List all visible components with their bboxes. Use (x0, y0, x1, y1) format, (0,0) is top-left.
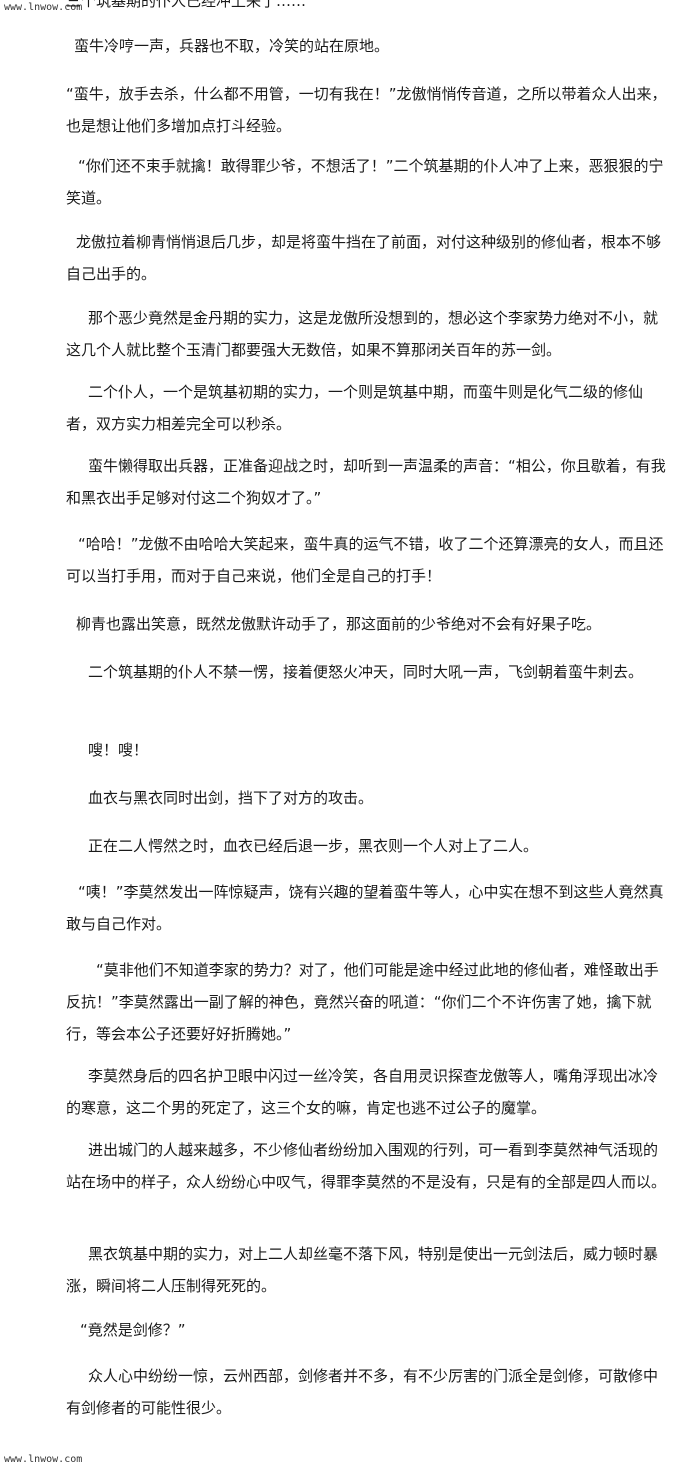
paragraph-2: “蛮牛，放手去杀，什么都不用管，一切有我在！”龙傲悄悄传音道，之所以带着众人出来… (66, 85, 667, 135)
paragraph-12: 血衣与黑衣同时出剑，挡下了对方的攻击。 (88, 789, 374, 807)
paragraph-1: 蛮牛冷哼一声，兵器也不取，冷笑的站在原地。 (74, 37, 390, 55)
paragraph-17: 进出城门的人越来越多，不少修仙者纷纷加入围观的行列，可一看到李莫然神气活现的站在… (66, 1141, 667, 1191)
cut-off-line: 三个筑基期的仆人已经冲上来了…… (66, 0, 307, 10)
paragraph-5: 那个恶少竟然是金丹期的实力，这是龙傲所没想到的，想必这个李家势力绝对不小，就这几… (66, 309, 659, 359)
paragraph-20: 众人心中纷纷一惊，云州西部，剑修者并不多，有不少厉害的门派全是剑修，可散修中有剑… (66, 1367, 659, 1417)
watermark-bottom: www.lnwow.com (4, 1454, 83, 1465)
paragraph-8: “哈哈！”龙傲不由哈哈大笑起来，蛮牛真的运气不错，收了二个还算漂亮的女人，而且还… (66, 535, 664, 585)
paragraph-10: 二个筑基期的仆人不禁一愣，接着便怒火冲天，同时大吼一声，飞剑朝着蛮牛刺去。 (88, 663, 644, 681)
paragraph-11: 嗖！嗖！ (88, 741, 149, 759)
paragraph-16: 李莫然身后的四名护卫眼中闪过一丝冷笑，各自用灵识探查龙傲等人，嘴角浮现出冰冷的寒… (66, 1067, 659, 1117)
paragraph-19: “竟然是剑修？” (80, 1321, 186, 1339)
paragraph-9: 柳青也露出笑意，既然龙傲默许动手了，那这面前的少爷绝对不会有好果子吃。 (76, 615, 602, 633)
paragraph-4: 龙傲拉着柳青悄悄退后几步，却是将蛮牛挡在了前面，对付这种级别的修仙者，根本不够自… (66, 233, 662, 283)
paragraph-15: “莫非他们不知道李家的势力？对了，他们可能是途中经过此地的修仙者，难怪敢出手反抗… (66, 961, 659, 1043)
paragraph-18: 黑衣筑基中期的实力，对上二人却丝毫不落下风，特别是使出一元剑法后，威力顿时暴涨，… (66, 1245, 659, 1295)
paragraph-13: 正在二人愕然之时，血衣已经后退一步，黑衣则一个人对上了二人。 (88, 837, 539, 855)
paragraph-6: 二个仆人，一个是筑基初期的实力，一个则是筑基中期，而蛮牛则是化气二级的修仙者，双… (66, 383, 644, 433)
paragraph-3: “你们还不束手就擒！敢得罪少爷，不想活了！”二个筑基期的仆人冲了上来，恶狠狠的宁… (66, 157, 664, 207)
paragraph-7: 蛮牛懒得取出兵器，正准备迎战之时，却听到一声温柔的声音：“相公，你且歇着，有我和… (66, 457, 666, 507)
paragraph-14: “咦！”李莫然发出一阵惊疑声，饶有兴趣的望着蛮牛等人，心中实在想不到这些人竟然真… (66, 883, 664, 933)
watermark-top: www.lnwow.com (4, 2, 83, 13)
